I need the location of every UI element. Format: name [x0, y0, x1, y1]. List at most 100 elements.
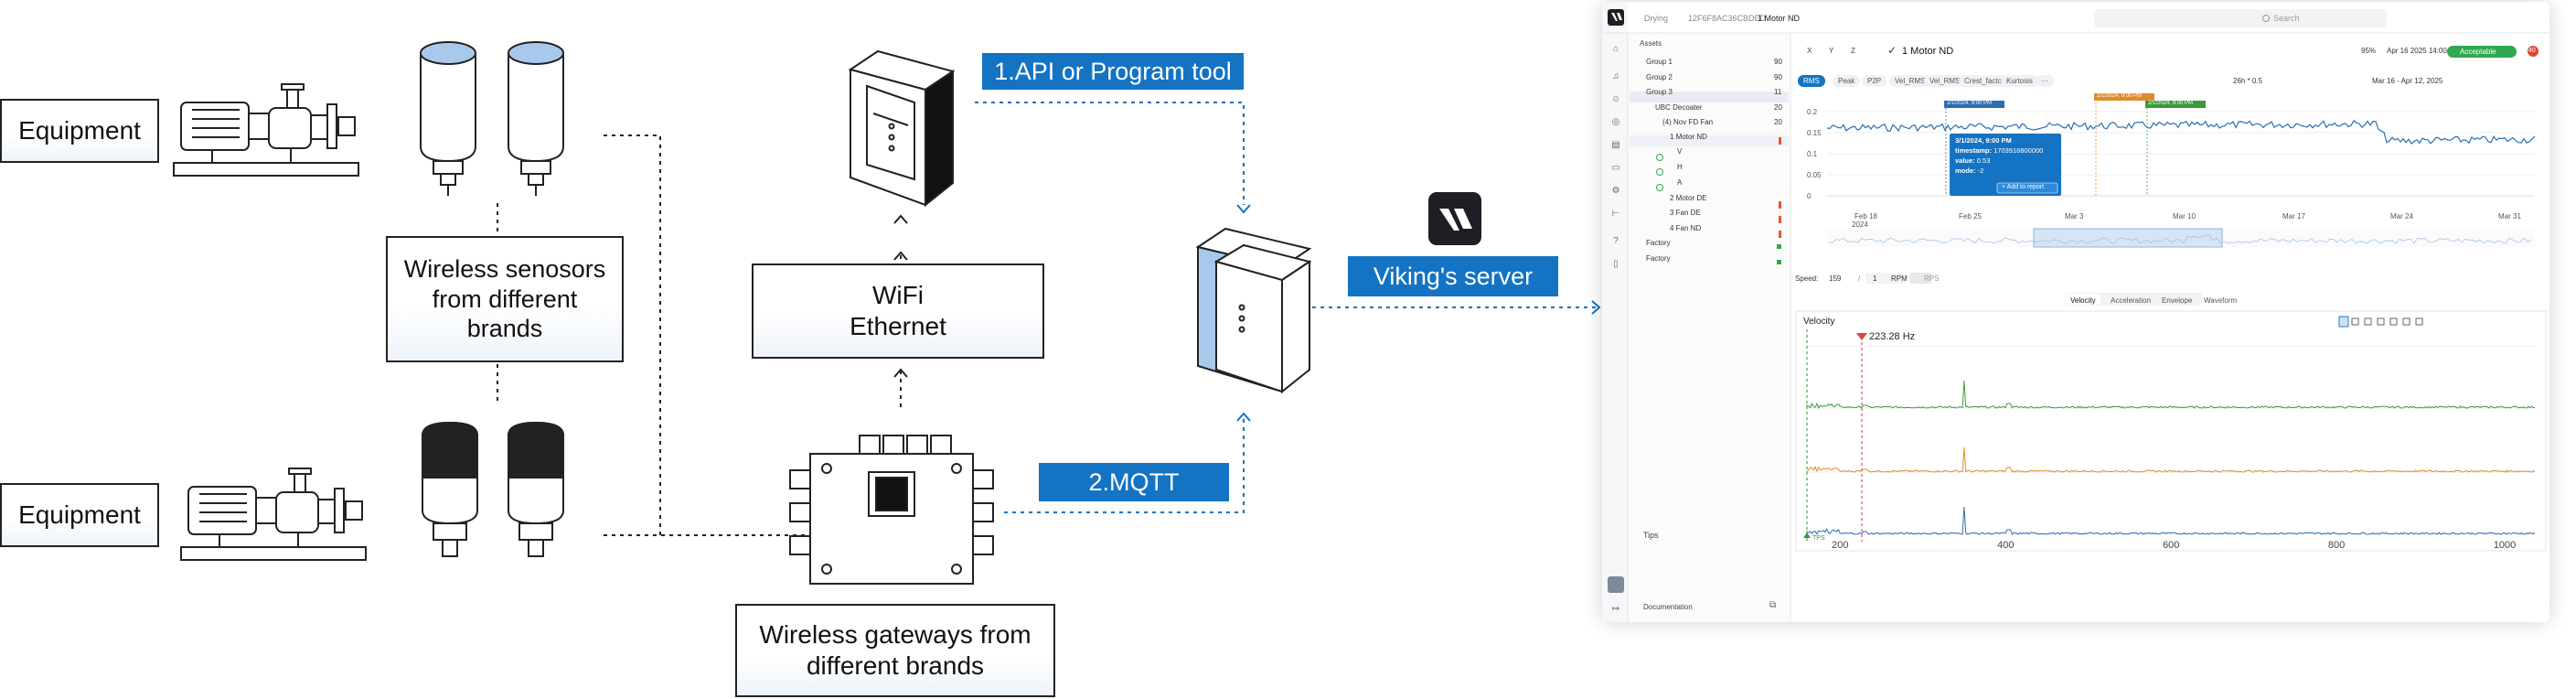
trend-marker-1: 2/1/2024, 9:00 PM — [1947, 101, 1993, 106]
equipment-label-top: Equipment — [18, 116, 141, 145]
tree-item[interactable]: UBC Decoater — [1655, 103, 1703, 112]
tree-item[interactable]: Group 2 — [1646, 73, 1673, 81]
tree-item[interactable]: (4) Nov FD Fan — [1662, 118, 1714, 126]
target-icon[interactable]: ◎ — [1611, 117, 1620, 127]
breadcrumb-root[interactable]: Drying — [1644, 14, 1669, 23]
trend-chart-area — [1826, 93, 2536, 197]
equipment-label-bottom: Equipment — [18, 500, 141, 530]
document-icon[interactable]: ▭ — [1611, 163, 1620, 173]
home-icon[interactable]: ⌂ — [1612, 44, 1619, 54]
tree-item[interactable]: Group 1 — [1646, 58, 1673, 66]
speed-multiplier[interactable]: 1 — [1873, 274, 1877, 283]
trend-marker-2: 2/1/2024, 9:00 PM — [2097, 93, 2143, 99]
metric-tab[interactable]: Vel_RMS — [1924, 75, 1966, 87]
tree-item[interactable]: A — [1677, 178, 1683, 187]
unit-rps-button[interactable]: RPS — [1924, 274, 1940, 283]
bell-icon[interactable]: ♫ — [1612, 71, 1619, 81]
spectrum-tab[interactable]: Envelope — [2162, 296, 2193, 305]
metric-tab[interactable]: Peak — [1833, 75, 1861, 87]
server-label-text: Viking's server — [1373, 262, 1534, 290]
blue-lines — [975, 102, 1598, 513]
spectrum-tab[interactable]: Waveform — [2204, 296, 2238, 305]
tree-item[interactable]: H — [1677, 163, 1683, 171]
battery-level: 95% — [2361, 47, 2377, 55]
speed-value[interactable]: 159 — [1829, 274, 1842, 283]
metric-tab[interactable]: Kurtosis — [2001, 75, 2038, 87]
tree-item-count: 90 — [1774, 58, 1782, 66]
sensors-label: Wireless senosors from different brands — [403, 255, 606, 343]
connection-lines — [497, 134, 902, 536]
breadcrumb-current[interactable]: 1 Motor ND — [1758, 14, 1801, 23]
tree-item[interactable]: 1 Motor ND — [1670, 133, 1707, 141]
gear-icon[interactable]: ⚙ — [1611, 186, 1620, 196]
sensor-icon-bottom-1 — [422, 421, 478, 557]
spectrum-toolbar-icons — [2338, 316, 2423, 328]
trend-x-tick: Mar 31 — [2498, 212, 2521, 220]
api-label: 1.API or Program tool — [982, 53, 1244, 90]
tree-item[interactable]: 3 Fan DE — [1670, 209, 1701, 217]
tree-item[interactable]: Group 3 — [1646, 88, 1673, 96]
metric-tab[interactable]: Vel_RMS — [1889, 75, 1931, 87]
tree-item[interactable]: Factory — [1646, 254, 1671, 263]
axis-y-label[interactable]: Y — [1829, 47, 1834, 55]
metric-tab[interactable]: P2P — [1862, 75, 1887, 87]
trend-x-tick: Feb 18 — [1855, 212, 1877, 220]
tree-item-count: 20 — [1774, 103, 1782, 112]
check-icon: ✓ — [1887, 44, 1897, 57]
tree-item[interactable]: 4 Fan ND — [1670, 224, 1702, 232]
tips-label[interactable]: Tips — [1643, 531, 1659, 540]
tree-item[interactable]: V — [1677, 147, 1683, 156]
tree-item[interactable]: Factory — [1646, 239, 1671, 247]
book-icon[interactable]: ▯ — [1613, 259, 1619, 269]
trend-y-tick: 0.1 — [1807, 150, 1818, 158]
metric-tab[interactable]: ··· — [2036, 75, 2054, 87]
trend-y-tick: 0.2 — [1807, 108, 1818, 116]
users-icon[interactable]: ☺ — [1610, 94, 1621, 104]
trend-x-tick: Mar 17 — [2282, 212, 2305, 220]
server-tower-icon — [1195, 227, 1312, 394]
spectrum-x-tick: 200 — [1832, 540, 1849, 551]
chart-icon[interactable]: ▤ — [1611, 140, 1620, 150]
metric-tab[interactable]: Crest_factor — [1959, 75, 2010, 87]
date-range[interactable]: Mar 16 - Apr 12, 2025 — [2372, 77, 2443, 85]
documentation-link[interactable]: Documentation — [1643, 603, 1693, 611]
equipment-box-top: Equipment — [0, 99, 159, 163]
spectrum-tab[interactable]: Velocity — [2070, 296, 2096, 305]
metric-tab[interactable]: RMS — [1798, 75, 1825, 87]
status-badge[interactable]: Acceptable — [2460, 48, 2496, 56]
trend-year-label: 2024 — [1852, 220, 1868, 229]
tree-item-count: 90 — [1774, 73, 1782, 81]
breadcrumb-id[interactable]: 12F6F8AC36CBDED — [1688, 14, 1767, 23]
search-input[interactable]: Search — [2273, 14, 2300, 23]
logout-icon[interactable]: ↦ — [1611, 604, 1620, 614]
help-icon[interactable]: ? — [1613, 236, 1619, 246]
notification-count[interactable]: 40 — [2528, 48, 2536, 54]
spectrum-x-tick: 400 — [1997, 540, 2015, 551]
arrowheads — [893, 214, 908, 378]
gateways-box: Wireless gateways from different brands — [735, 604, 1055, 697]
tooltip-mode: -2 — [1977, 167, 1984, 175]
tooltip-value-label: value: — [1955, 156, 1975, 165]
range-select[interactable]: 26h * 0.5 — [2233, 77, 2263, 85]
spectrum-series-line — [1806, 506, 2536, 535]
sidebar-title: Assets — [1640, 39, 1662, 48]
unit-rpm-button[interactable]: RPM — [1891, 274, 1908, 283]
axis-x-label[interactable]: X — [1807, 47, 1812, 55]
tree-item[interactable]: 2 Motor DE — [1670, 194, 1707, 202]
ethernet-label: Ethernet — [850, 312, 946, 340]
add-to-report-button[interactable]: + Add to report — [2002, 184, 2045, 190]
trend-x-tick: Feb 25 — [1959, 212, 1982, 220]
sensor-icon-bottom-2 — [508, 421, 564, 557]
sensors-box: Wireless senosors from different brands — [386, 236, 624, 362]
spectrum-tab[interactable]: Acceleration — [2111, 296, 2152, 305]
viking-logo-icon — [1428, 192, 1481, 245]
flow-icon[interactable]: ⊢ — [1611, 209, 1620, 219]
tree-item-count: 20 — [1774, 118, 1782, 126]
external-link-icon[interactable]: ⧉ — [1769, 600, 1777, 610]
tooltip-timestamp: 1703916800000 — [1993, 146, 2044, 155]
wifi-label: WiFi — [872, 281, 924, 310]
mqtt-label: 2.MQTT — [1039, 463, 1229, 501]
axis-z-label[interactable]: Z — [1851, 47, 1855, 55]
trend-tooltip: 3/1/2024, 9:00 PM timestamp: 17039168000… — [1955, 135, 2058, 176]
trend-y-tick: 0.05 — [1807, 171, 1822, 179]
